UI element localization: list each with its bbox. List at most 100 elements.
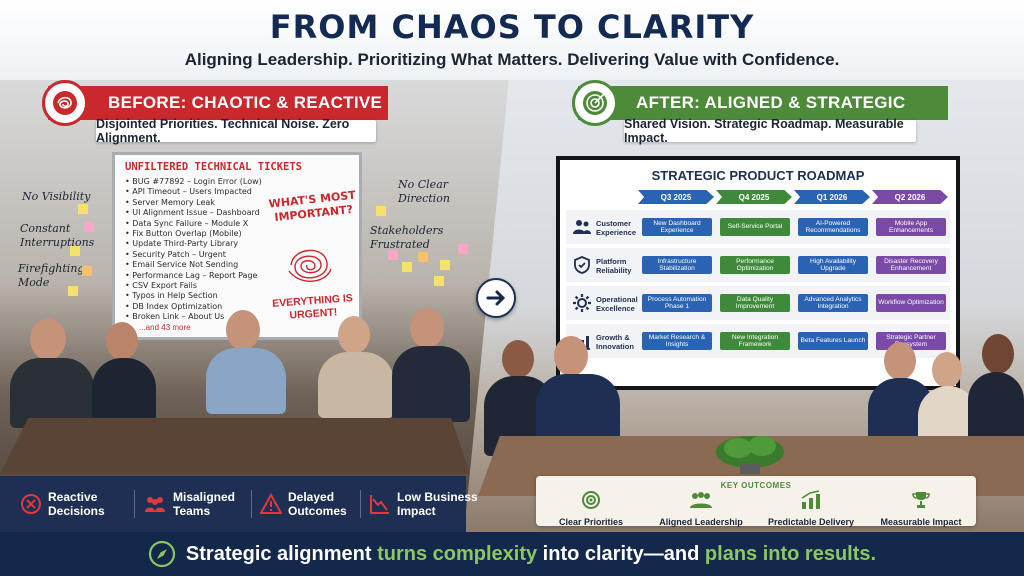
outcome-label: Measurable Impact [880, 517, 962, 527]
whiteboard-heading: UNFILTERED TECHNICAL TICKETS [125, 161, 303, 173]
problem-label: Reactive Decisions [48, 490, 105, 518]
problem-label: Misaligned Teams [173, 490, 236, 518]
ticket-item: Typos in Help Section [125, 291, 262, 301]
ticket-item: Update Third-Party Library [125, 239, 262, 249]
warning-icon [260, 493, 282, 514]
roadmap-item: Beta Features Launch [798, 332, 868, 350]
roadmap-title: STRATEGIC PRODUCT ROADMAP [651, 168, 865, 183]
after-banner-label: AFTER: ALIGNED & STRATEGIC [636, 93, 906, 112]
gear-icon [573, 294, 591, 312]
growth-chart-icon [801, 490, 820, 509]
sticky-note [78, 204, 88, 214]
roadmap-item: Performance Optimization [720, 256, 790, 274]
roadmap: STRATEGIC PRODUCT ROADMAP Q3 2025 Q4 202… [560, 160, 956, 386]
more-tickets-note: ...and 43 more [139, 323, 191, 332]
ticket-item: Fix Button Overlap (Mobile) [125, 229, 262, 239]
sticky-note [376, 206, 386, 216]
problem-label: Low Business Impact [397, 490, 478, 518]
roadmap-row-label: Growth & Innovation [596, 333, 634, 351]
note-firefighting: Firefighting Mode [18, 262, 85, 289]
decline-chart-icon [370, 495, 389, 514]
sticky-note [440, 260, 450, 270]
roadmap-item: AI-Powered Recommendations [798, 218, 868, 236]
page-title: FROM CHAOS TO CLARITY [269, 8, 755, 46]
roadmap-screen: STRATEGIC PRODUCT ROADMAP Q3 2025 Q4 202… [556, 156, 960, 390]
sticky-note [402, 262, 412, 272]
roadmap-item: Self-Service Portal [720, 218, 790, 236]
sticky-note [458, 244, 468, 254]
problem-reactive-decisions: Reactive Decisions [12, 490, 135, 518]
note-no-visibility: No Visibility [22, 190, 91, 203]
quarter-header: Q4 2025 [716, 190, 792, 204]
footer-part: Strategic alignment [185, 542, 378, 565]
note-constant-interruptions: Constant Interruptions [20, 222, 95, 249]
header: FROM CHAOS TO CLARITY Aligning Leadershi… [0, 0, 1024, 80]
problem-misaligned-teams: Misaligned Teams [135, 490, 252, 518]
sticky-note [434, 276, 444, 286]
tickets-whiteboard: UNFILTERED TECHNICAL TICKETS BUG #77892 … [112, 152, 362, 340]
roadmap-item: High Availability Upgrade [798, 256, 868, 274]
ticket-item: Performance Lag – Report Page [125, 271, 262, 281]
chaos-scribble-icon [42, 80, 88, 126]
quarter-header: Q3 2025 [638, 190, 714, 204]
sticky-note [70, 246, 80, 256]
outcome-predictable-delivery: Predictable Delivery [756, 490, 866, 527]
ticket-item: Broken Link – About Us [125, 312, 262, 322]
roadmap-item: New Dashboard Experience [642, 218, 712, 236]
transition-arrow [476, 278, 516, 318]
ticket-item: Email Service Not Sending [125, 260, 262, 270]
footer-highlight: plans into results. [704, 542, 877, 565]
roadmap-item: Advanced Analytics Integration [798, 294, 868, 312]
footer-banner: Strategic alignment turns complexity int… [0, 532, 1024, 576]
target-icon [582, 491, 600, 509]
team-icon [690, 492, 712, 508]
ticket-item: API Timeout – Users Impacted [125, 187, 262, 197]
ticket-item: Data Sync Failure – Module X [125, 219, 262, 229]
after-tagline: Shared Vision. Strategic Roadmap. Measur… [624, 117, 916, 145]
ticket-item: BUG #77892 – Login Error (Low) [125, 177, 262, 187]
key-outcomes-panel: KEY OUTCOMES Clear Priorities Aligned Le… [536, 476, 976, 527]
ticket-item: Security Patch – Urgent [125, 250, 262, 260]
sticky-note [388, 250, 398, 260]
roadmap-item: Market Research & Insights [642, 332, 712, 350]
arrow-right-icon [486, 290, 506, 306]
messy-table [0, 418, 470, 474]
problem-low-impact: Low Business Impact [361, 490, 493, 518]
plant-icon [716, 436, 784, 474]
ticket-item: Server Memory Leak [125, 198, 262, 208]
problem-label: Delayed Outcomes [288, 490, 347, 518]
roadmap-item: Mobile App Enhancements [876, 218, 946, 236]
note-no-clear-direction: No Clear Direction [398, 178, 450, 205]
outcome-aligned-leadership: Aligned Leadership [646, 490, 756, 527]
sticky-note [68, 286, 78, 296]
outcome-measurable-impact: Measurable Impact [866, 490, 976, 527]
footer-part: into clarity—and [537, 542, 705, 565]
before-banner: BEFORE: CHAOTIC & REACTIVE [42, 80, 388, 126]
ticket-item: UI Alignment Issue – Dashboard [125, 208, 262, 218]
roadmap-item: Infrastructure Stabilization [642, 256, 712, 274]
compass-icon [148, 540, 176, 568]
trophy-icon [912, 492, 930, 508]
people-icon [145, 497, 165, 512]
before-banner-label: BEFORE: CHAOTIC & REACTIVE [108, 93, 383, 112]
ticket-item: DB Index Optimization [125, 302, 262, 312]
outcome-clear-priorities: Clear Priorities [536, 490, 646, 527]
before-tagline: Disjointed Priorities. Technical Noise. … [96, 117, 376, 145]
roadmap-item: New Integration Framework [720, 332, 790, 350]
quarter-header: Q1 2026 [794, 190, 870, 204]
problems-bar: Reactive Decisions Misaligned Teams Dela… [0, 476, 478, 532]
ticket-item: CSV Export Fails [125, 281, 262, 291]
footer-highlight: turns complexity [377, 542, 538, 565]
whiteboard-question: WHAT'S MOST IMPORTANT? [268, 188, 357, 225]
page-subtitle: Aligning Leadership. Prioritizing What M… [184, 50, 840, 69]
note-stakeholders: Stakeholders Frustrated [370, 224, 444, 251]
roadmap-item: Process Automation Phase 1 [642, 294, 712, 312]
footer-text: Strategic alignment turns complexity int… [186, 543, 876, 566]
sticky-note [418, 252, 428, 262]
problem-delayed-outcomes: Delayed Outcomes [252, 490, 361, 518]
roadmap-item: Data Quality Improvement [720, 294, 790, 312]
roadmap-item: Disaster Recovery Enhancement [876, 256, 946, 274]
roadmap-row-label: Operational Excellence [596, 295, 638, 313]
users-icon [573, 220, 591, 234]
scribble-icon [288, 249, 332, 282]
